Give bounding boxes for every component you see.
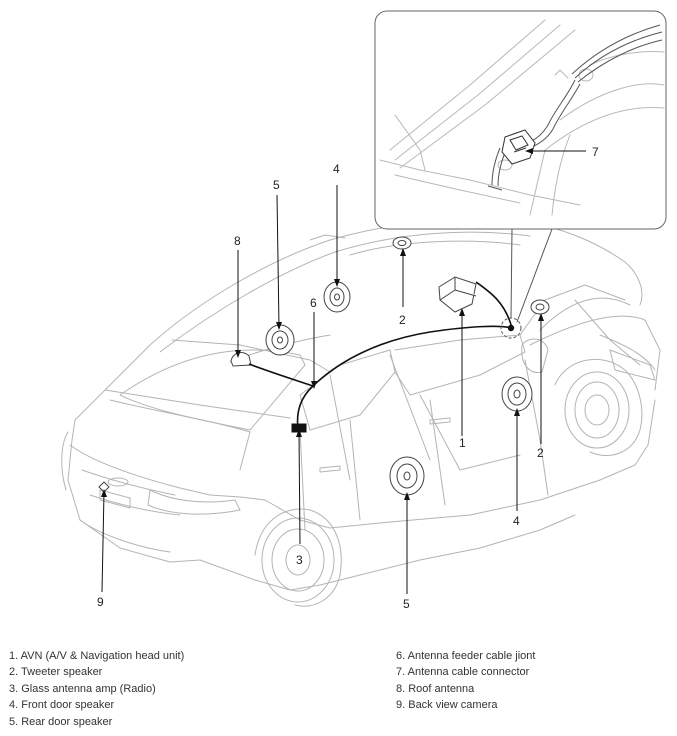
front-door-speaker-near-icon	[501, 376, 533, 412]
tweeter-speaker-rear-icon	[392, 236, 412, 250]
legend-item-9: 9. Back view camera	[396, 699, 498, 712]
legend-item-8: 8. Roof antenna	[396, 682, 475, 695]
callout-3: 3	[296, 553, 303, 567]
legend-item-6: 6. Antenna feeder cable jiont	[396, 650, 536, 662]
legend-item-5: 5. Rear door speaker	[9, 715, 113, 728]
legend-item-4: 4. Front door speaker	[9, 699, 115, 712]
components	[98, 236, 550, 496]
roof-antenna-icon	[230, 352, 252, 367]
callout-4-near: 4	[513, 514, 520, 528]
tweeter-speaker-front-icon	[530, 299, 550, 315]
callout-leaders	[101, 150, 586, 594]
callout-2-rear: 2	[399, 313, 406, 327]
callout-7: 7	[592, 145, 599, 159]
callout-9: 9	[97, 595, 104, 609]
legend-left-column: 1. AVN (A/V & Navigation head unit) 2. T…	[9, 648, 184, 730]
rear-door-speaker-far-icon	[265, 324, 295, 356]
callout-8: 8	[234, 234, 241, 248]
callout-5-near: 5	[403, 597, 410, 611]
legend-item-3: 3. Glass antenna amp (Radio)	[9, 682, 156, 695]
legend-right-column: 6. Antenna feeder cable jiont 7. Antenna…	[396, 648, 535, 714]
back-view-camera-icon	[98, 481, 110, 493]
antenna-cable-connector-icon	[501, 129, 536, 165]
car-body-outline	[61, 219, 661, 607]
rear-door-speaker-near-icon	[389, 456, 425, 496]
callout-numbers: 1 2 2 3 4 4 5 5 6 7 8 9	[97, 145, 599, 611]
connector-detail-inset	[374, 10, 667, 323]
legend-item-2: 2. Tweeter speaker	[9, 666, 103, 679]
callout-arrowheads	[101, 148, 544, 500]
callout-4-far: 4	[333, 162, 340, 176]
antenna-cable-connector-point	[507, 324, 515, 332]
callout-2-front: 2	[537, 446, 544, 460]
antenna-feeder-cable	[248, 281, 513, 429]
callout-5-far: 5	[273, 178, 280, 192]
front-door-speaker-far-icon	[323, 281, 351, 313]
callout-1: 1	[459, 436, 466, 450]
legend-item-7: 7. Antenna cable connector	[396, 666, 530, 679]
avn-head-unit-icon	[438, 276, 477, 313]
audio-system-component-diagram: 1 2 2 3 4 4 5 5 6 7 8 9	[61, 10, 667, 611]
callout-6: 6	[310, 296, 317, 310]
legend-item-1: 1. AVN (A/V & Navigation head unit)	[9, 650, 185, 662]
